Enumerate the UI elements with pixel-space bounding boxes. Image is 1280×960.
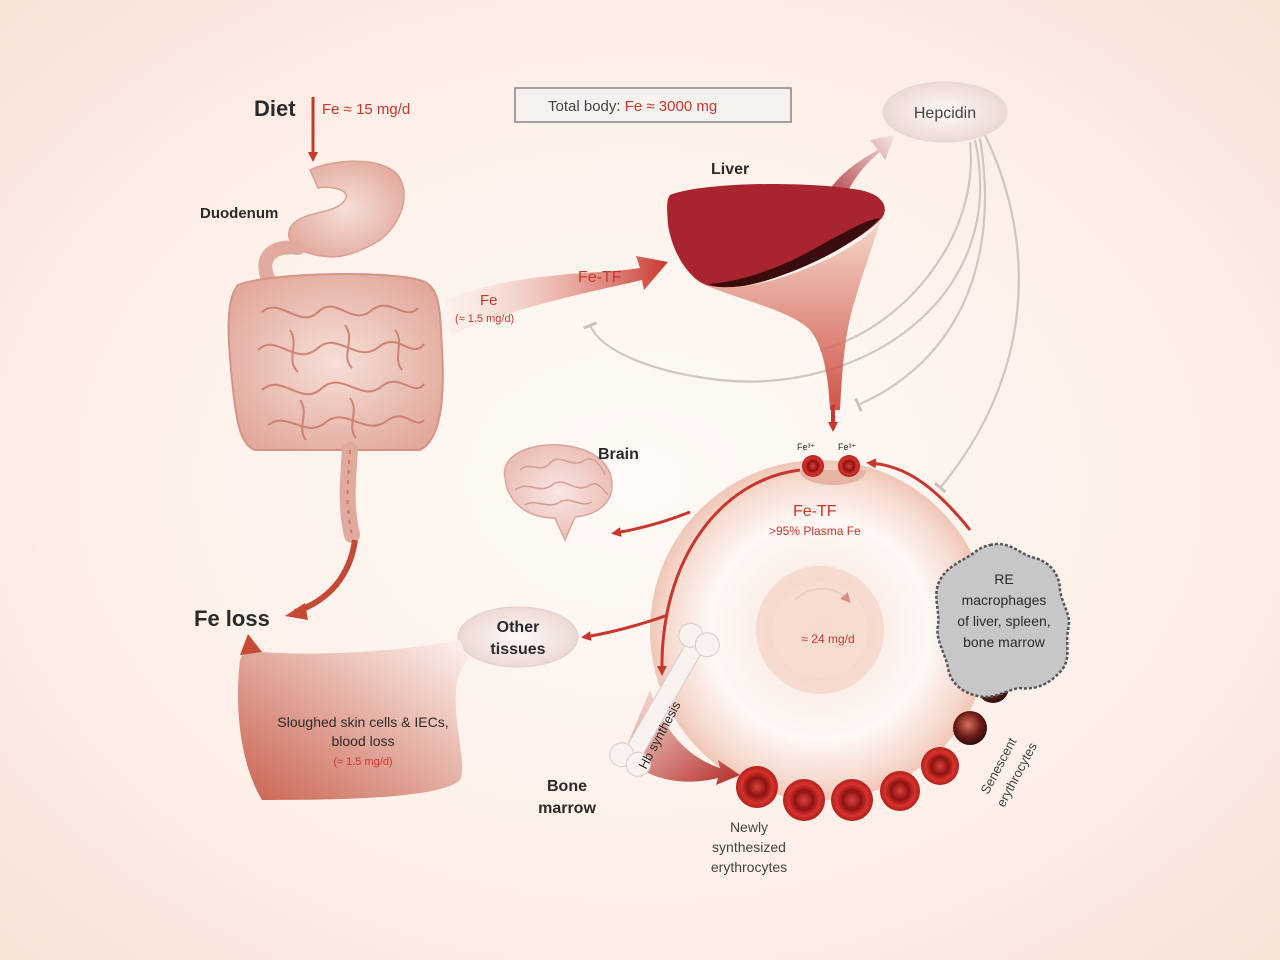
newly-line2: synthesized [712,839,786,855]
svg-text:Total body: Fe ≈ 3000 mg: Total body: Fe ≈ 3000 mg [548,98,717,115]
erythrocyte [831,779,873,821]
fe-tf-upper-label: Fe-TF [578,269,622,286]
hepcidin-node: Hepcidin [882,81,1008,143]
intestines-icon [227,273,444,543]
hepcidin-label: Hepcidin [914,105,976,122]
sloughed-line1: Sloughed skin cells & IECs, [277,714,448,730]
erythrocyte [921,747,959,785]
liver-icon [667,183,885,410]
bone-icon [609,622,720,777]
re-macrophages-node: RE macrophages of liver, spleen, bone ma… [935,542,1071,699]
bone-line1: Bone [547,778,587,795]
gut-to-loss-flow [294,539,358,615]
plasma-share-label: >95% Plasma Fe [769,524,861,538]
brain-label: Brain [598,446,639,463]
re-line1: RE [994,571,1013,587]
total-body-box: Total body: Fe ≈ 3000 mg [514,87,792,123]
plasma-iron-pool [650,460,990,800]
senescent-erythrocyte [953,711,987,745]
erythrocyte [783,779,825,821]
diet-fe-label: Fe ≈ 15 mg/d [322,101,410,118]
plasma-to-bone-arrow [656,468,801,676]
tissues-to-loss-flow [237,640,468,800]
absorption-flow [445,256,668,335]
newly-synthesized-erythrocytes [736,747,959,821]
re-line4: bone marrow [963,634,1046,650]
re-line2: macrophages [962,592,1047,608]
other-line1: Other [497,619,540,636]
erythrocyte [880,771,920,811]
transferrin-icon [800,455,866,485]
fe-loss-label: Fe loss [194,606,270,631]
total-body-value: Fe ≈ 3000 mg [625,98,717,115]
sloughed-line2: blood loss [331,733,394,749]
cycle-rate-label: ≈ 24 mg/d [801,632,854,646]
sloughed-rate: (≈ 1.5 mg/d) [333,756,392,768]
plasma-to-tissues-arrow [581,613,669,641]
total-body-prefix: Total body: [548,98,625,115]
diet-label: Diet [254,96,296,121]
brain-icon [503,444,613,542]
cycle-arrow [866,458,972,531]
liver-label: Liver [711,161,749,178]
hepcidin-inhibition-lines [583,134,1020,494]
plasma-to-brain-arrow [611,510,691,537]
fe3-right-label: Fe³⁺ [838,442,857,452]
newly-line1: Newly [730,819,768,835]
re-line3: of liver, spleen, [957,613,1050,629]
fe-absorb-rate: (≈ 1.5 mg/d) [455,313,514,325]
bone-line2: marrow [538,800,596,817]
fe-tf-plasma-label: Fe-TF [793,503,837,520]
stomach-icon [258,160,405,294]
fe3-left-label: Fe³⁺ [797,442,816,452]
erythrocyte [736,766,778,808]
other-line2: tissues [490,641,545,658]
duodenum-label: Duodenum [200,205,278,222]
newly-line3: erythrocytes [711,859,787,875]
other-tissues-node: Other tissues [457,606,579,668]
fe-absorb-label: Fe [480,292,498,309]
